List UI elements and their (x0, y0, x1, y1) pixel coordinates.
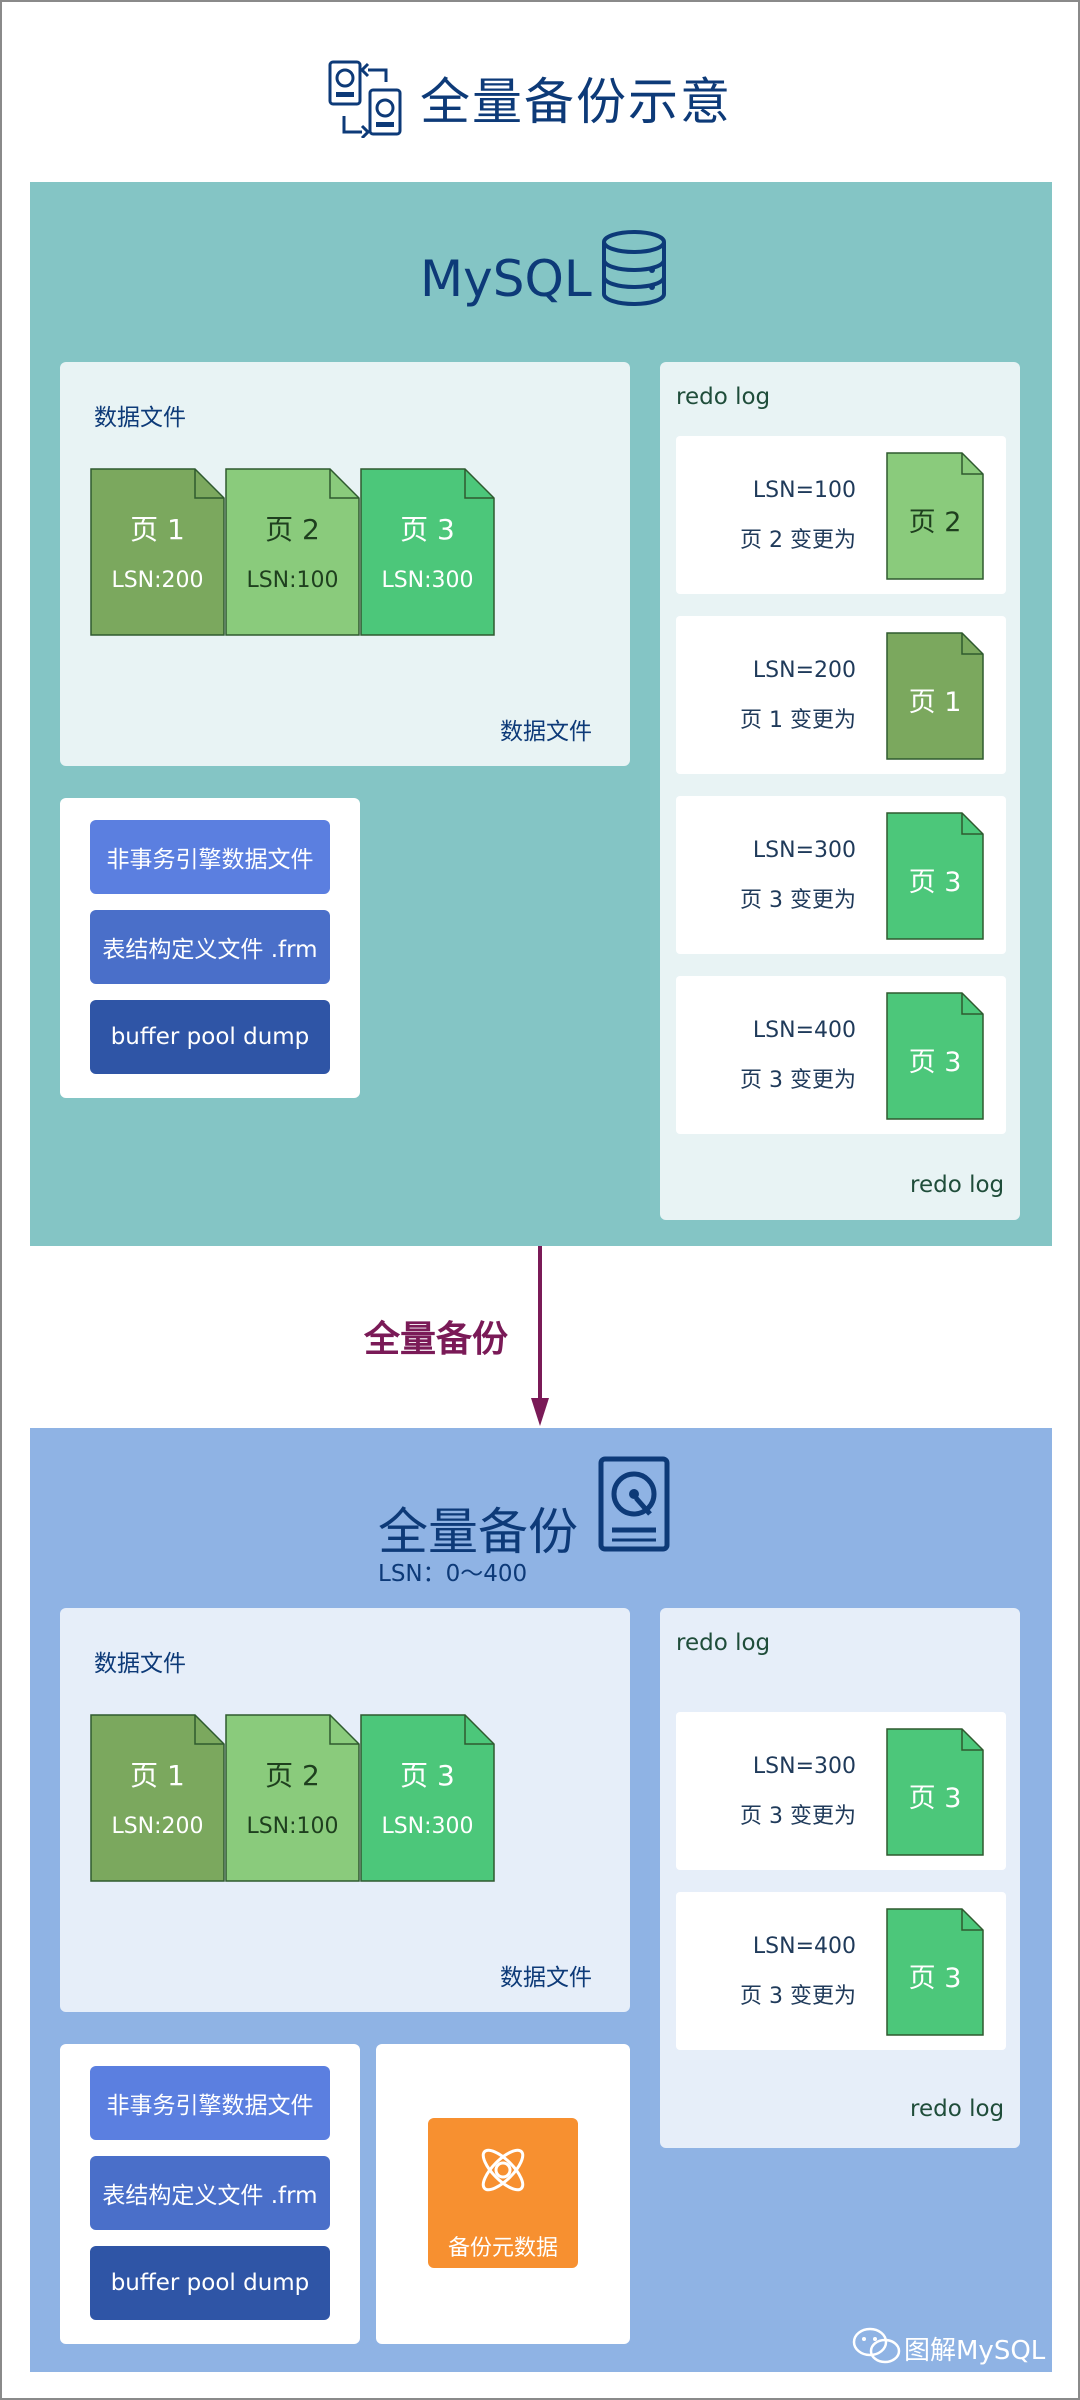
backup-section: 全量备份 LSN：0～400 数据文件 数据文件 页 1 LSN:200 页 2… (30, 1428, 1052, 2372)
redo-lsn: LSN=100 (752, 478, 856, 503)
page-name: 页 2 (265, 1759, 320, 1792)
page-doc: 页 2 (886, 452, 984, 580)
page-name: 页 2 (265, 513, 320, 546)
redo-log-panel: redo log LSN=100 页 2 变更为 页 2 LSN=200 页 1… (660, 362, 1020, 1220)
datafile-panel: 数据文件 数据文件 页 1 LSN:200 页 2 LSN:100 页 3 LS… (60, 362, 630, 766)
page-lsn: LSN:300 (381, 568, 474, 593)
redo-change: 页 1 变更为 (740, 708, 856, 733)
backup-redo-log-panel: redo log LSN=300 页 3 变更为 页 3 LSN=400 页 3… (660, 1608, 1020, 2148)
redo-entry: LSN=200 页 1 变更为 页 1 (676, 616, 1006, 774)
redo-lsn: LSN=300 (752, 838, 856, 863)
redo-change: 页 3 变更为 (740, 1804, 856, 1829)
backup-lsn-range: LSN：0～400 (378, 1561, 528, 1587)
redo-lsn: LSN=200 (752, 658, 856, 683)
datafile-bottom-label: 数据文件 (500, 719, 592, 745)
redo-change: 页 2 变更为 (740, 528, 856, 553)
datafile-top-label: 数据文件 (94, 405, 186, 431)
backup-title: 全量备份 (378, 1503, 578, 1561)
page-title: 全量备份示意 (420, 73, 732, 131)
page-name: 页 1 (908, 687, 962, 718)
page-name: 页 1 (130, 513, 185, 546)
file-item: 非事务引擎数据文件 (90, 2066, 330, 2140)
database-icon (600, 230, 668, 306)
page-name: 页 3 (908, 867, 962, 898)
backup-datafile-panel: 数据文件 数据文件 页 1 LSN:200 页 2 LSN:100 页 3 LS… (60, 1608, 630, 2012)
redo-entry: LSN=300 页 3 变更为 页 3 (676, 1712, 1006, 1870)
redo-entry: LSN=300 页 3 变更为 页 3 (676, 796, 1006, 954)
page-doc: 页 1 LSN:200 (90, 468, 225, 636)
page-doc: 页 3 LSN:300 (360, 1714, 495, 1882)
page-doc: 页 3 (886, 1908, 984, 2036)
down-arrow (530, 1246, 550, 1428)
redo-bottom-label: redo log (910, 1172, 1005, 1198)
watermark-text: 图解MySQL (904, 2336, 1046, 2366)
redo-change: 页 3 变更为 (740, 1068, 856, 1093)
redo-entry: LSN=400 页 3 变更为 页 3 (676, 1892, 1006, 2050)
metadata-panel: 备份元数据 (376, 2044, 630, 2344)
datafile-top-label: 数据文件 (94, 1651, 186, 1677)
page-doc: 页 1 (886, 632, 984, 760)
backup-swap-icon (328, 60, 404, 140)
redo-lsn: LSN=400 (752, 1934, 856, 1959)
page-doc: 页 3 (886, 992, 984, 1120)
hard-disk-icon (598, 1456, 670, 1552)
files-panel: 非事务引擎数据文件 表结构定义文件 .frm buffer pool dump (60, 798, 360, 1098)
redo-top-label: redo log (676, 384, 771, 410)
file-item: 表结构定义文件 .frm (90, 910, 330, 984)
file-item: 非事务引擎数据文件 (90, 820, 330, 894)
page-name: 页 2 (908, 507, 962, 538)
arrow-label: 全量备份 (364, 1319, 509, 1360)
page-doc: 页 2 LSN:100 (225, 1714, 360, 1882)
page-name: 页 3 (400, 513, 455, 546)
file-item: buffer pool dump (90, 2246, 330, 2320)
redo-entry: LSN=100 页 2 变更为 页 2 (676, 436, 1006, 594)
page-name: 页 3 (908, 1047, 962, 1078)
page-lsn: LSN:300 (381, 1814, 474, 1839)
backup-metadata-box: 备份元数据 (428, 2118, 578, 2268)
mysql-section: MySQL 数据文件 数据文件 页 1 LSN:200 页 2 LSN:100 … (30, 182, 1052, 1246)
page-lsn: LSN:100 (246, 1814, 339, 1839)
redo-lsn: LSN=300 (752, 1754, 856, 1779)
redo-bottom-label: redo log (910, 2096, 1005, 2122)
page-name: 页 3 (908, 1963, 962, 1994)
atom-icon (481, 2148, 525, 2192)
redo-change: 页 3 变更为 (740, 888, 856, 913)
redo-top-label: redo log (676, 1630, 771, 1656)
mysql-title: MySQL (420, 250, 592, 308)
page-doc: 页 2 LSN:100 (225, 468, 360, 636)
page-doc: 页 1 LSN:200 (90, 1714, 225, 1882)
page-lsn: LSN:200 (111, 568, 204, 593)
page-lsn: LSN:100 (246, 568, 339, 593)
page-name: 页 3 (400, 1759, 455, 1792)
file-item: 表结构定义文件 .frm (90, 2156, 330, 2230)
datafile-bottom-label: 数据文件 (500, 1965, 592, 1991)
page-name: 页 3 (908, 1783, 962, 1814)
page-lsn: LSN:200 (111, 1814, 204, 1839)
redo-change: 页 3 变更为 (740, 1984, 856, 2009)
file-item: buffer pool dump (90, 1000, 330, 1074)
page-doc: 页 3 LSN:300 (360, 468, 495, 636)
redo-entry: LSN=400 页 3 变更为 页 3 (676, 976, 1006, 1134)
metadata-label: 备份元数据 (447, 2236, 558, 2261)
page-doc: 页 3 (886, 1728, 984, 1856)
redo-lsn: LSN=400 (752, 1018, 856, 1043)
page-doc: 页 3 (886, 812, 984, 940)
backup-files-panel: 非事务引擎数据文件 表结构定义文件 .frm buffer pool dump (60, 2044, 360, 2344)
page-name: 页 1 (130, 1759, 185, 1792)
wechat-icon (852, 2326, 902, 2366)
